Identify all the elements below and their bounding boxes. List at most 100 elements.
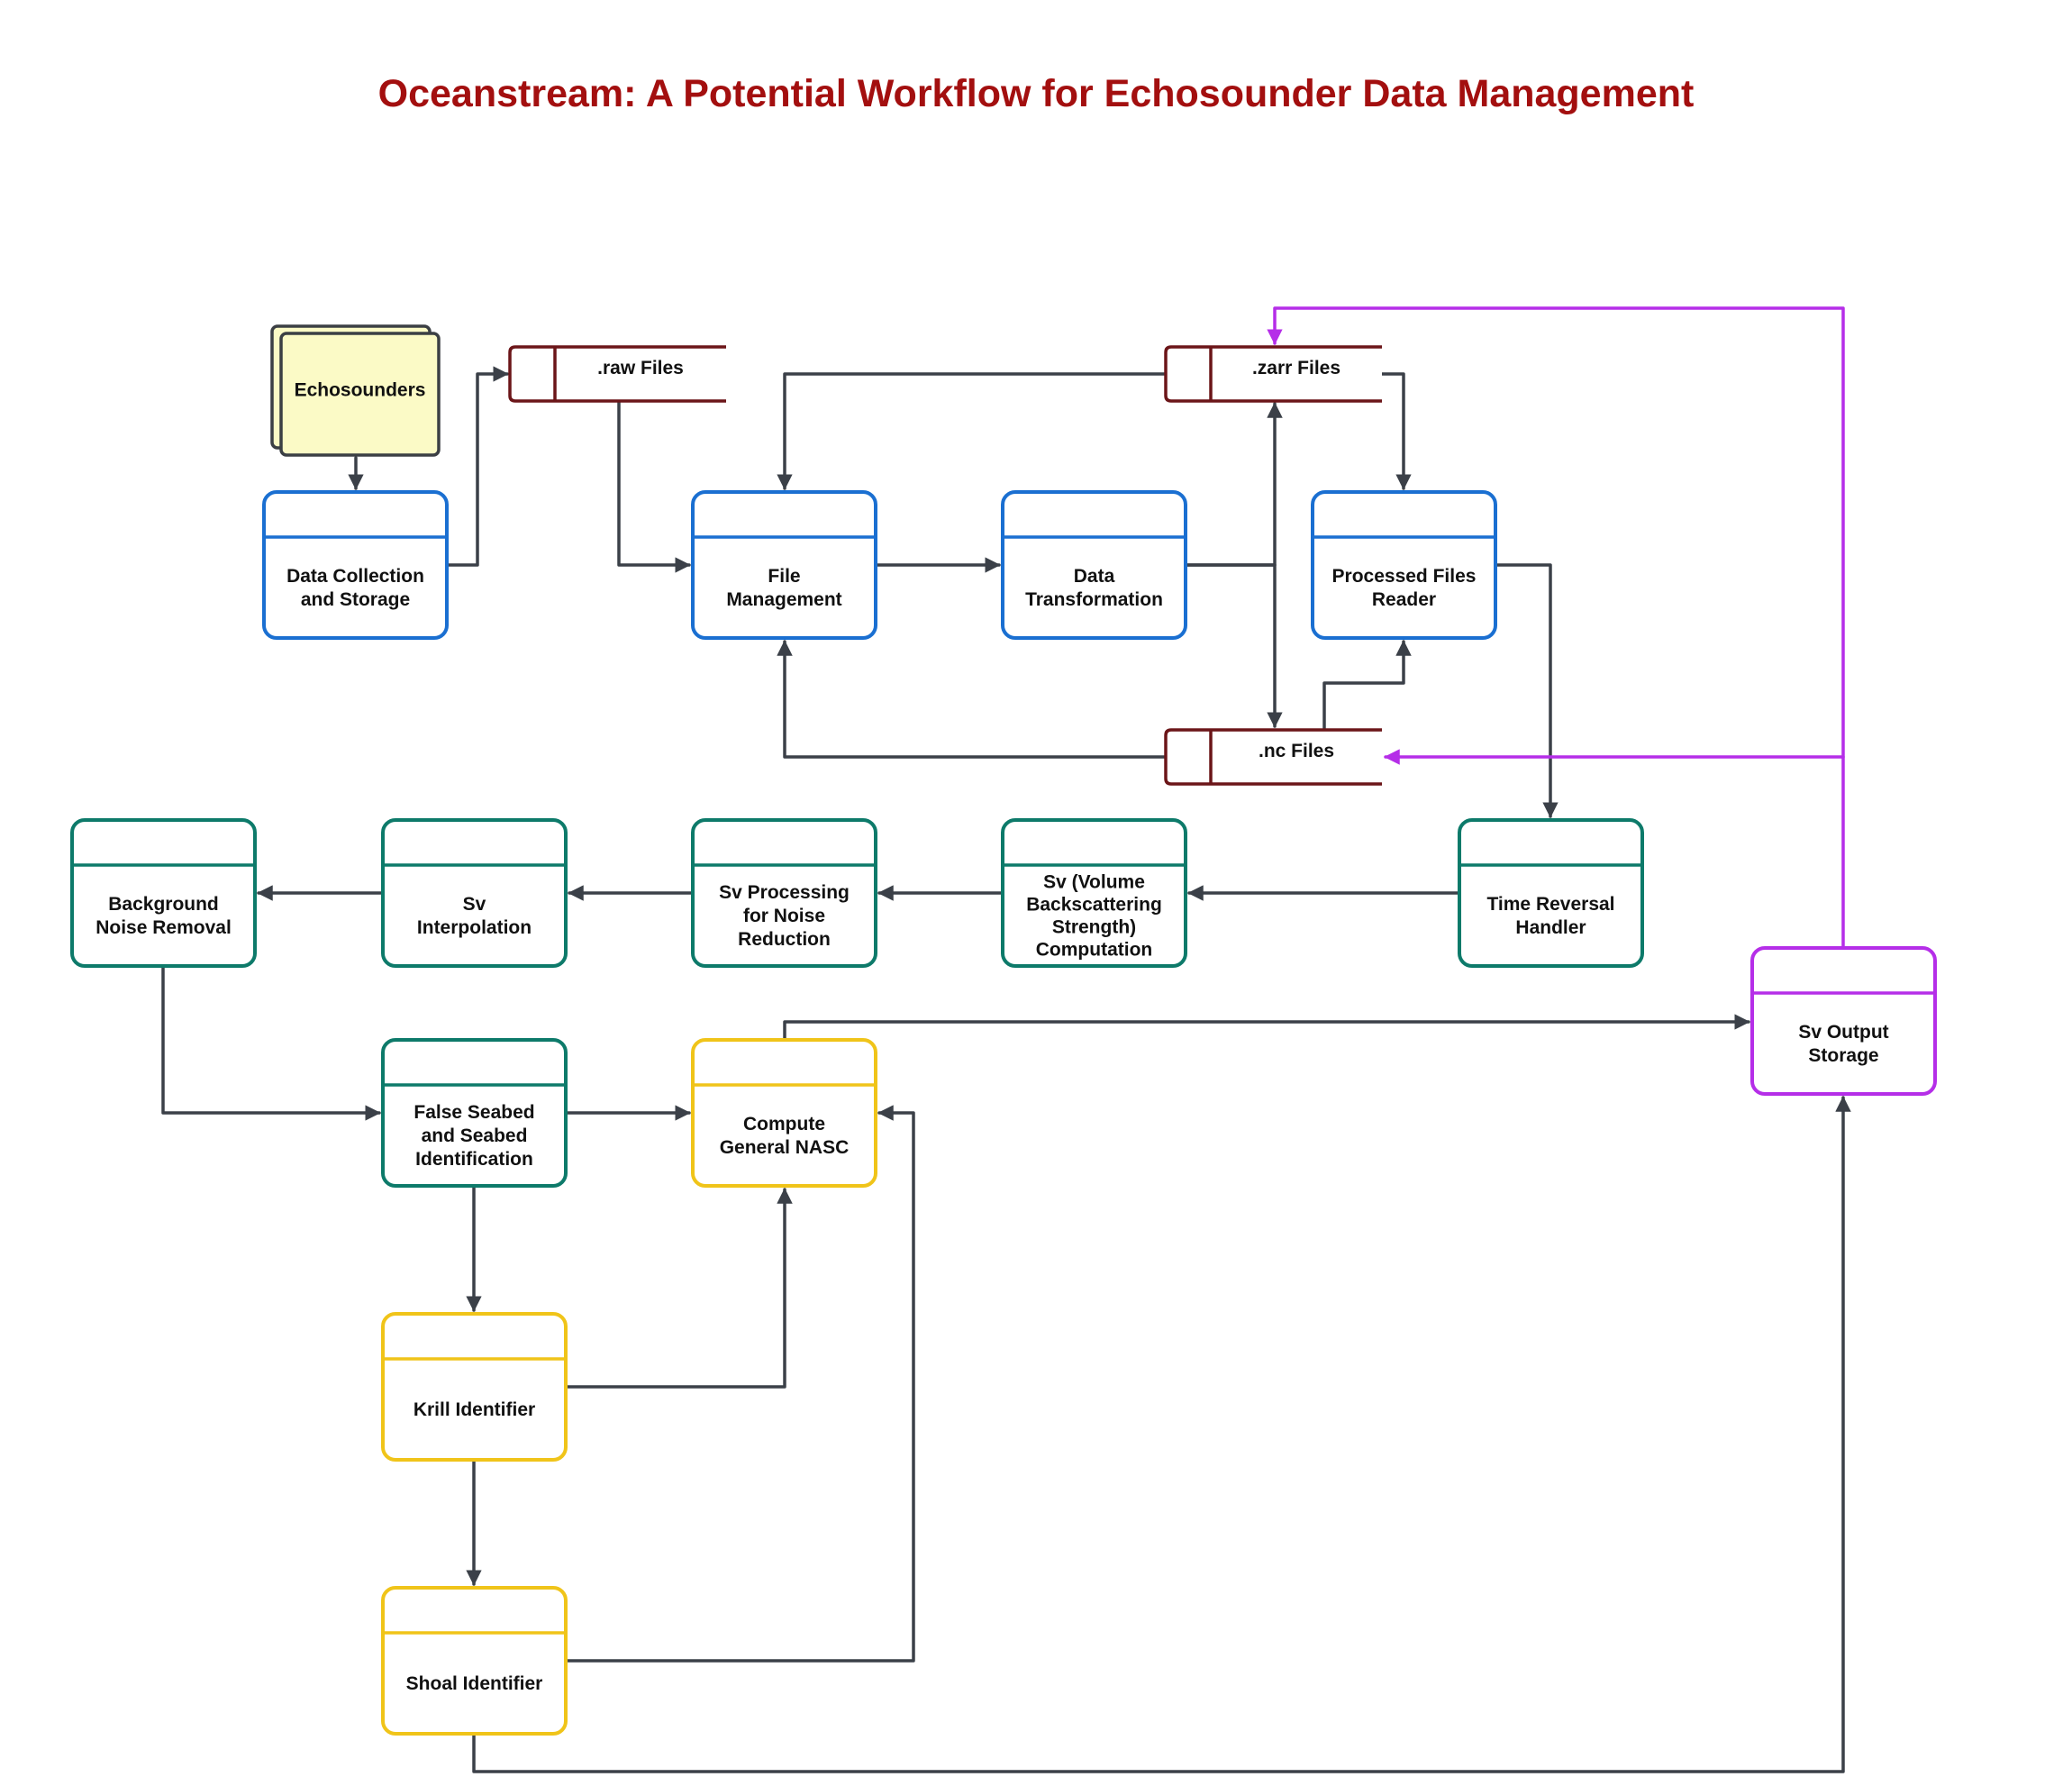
node-label-line: .raw Files [597,358,684,378]
nodes-layer: Echosounders .raw Files .zarr Files .nc Fil… [70,324,1937,1736]
node-label-line: Sv Output [1798,1022,1888,1043]
node-label-line: and Seabed [422,1125,528,1146]
node-krill[interactable]: Krill Identifier [381,1312,568,1462]
node-box [691,490,877,640]
node-label-line: .zarr Files [1252,358,1340,378]
edge-raw-files-to-file-management [617,400,691,573]
node-label-line: .nc Files [1259,741,1334,761]
node-label-line: Management [726,589,841,610]
node-label-line: Reduction [738,929,831,950]
storage-outline [1164,345,1382,403]
node-box [381,1312,568,1462]
node-label-line: Storage [1808,1045,1878,1066]
node-label-krill: Krill Identifier [413,1399,535,1420]
node-box [691,818,877,968]
node-box [1001,490,1187,640]
edge-krill-to-nasc [564,1188,793,1389]
edge-zarr-files-to-file-management [777,372,1168,490]
node-label-line: File [768,566,800,587]
node-box [1001,818,1187,968]
storage-outline [508,345,726,403]
node-label-line: False Seabed [413,1102,534,1123]
node-label-line: Interpolation [417,917,532,938]
storage-outline [1164,728,1382,786]
edge-data-transformation-to-zarr-files [1185,402,1283,567]
node-label-line: Krill Identifier [413,1399,535,1420]
node-nc-files[interactable]: .nc Files [1164,728,1382,786]
node-label-line: Background [108,894,219,915]
edges-layer [161,306,1851,1773]
node-label-shoal: Shoal Identifier [406,1673,543,1694]
node-label-echosounders: Echosounders [295,380,426,401]
node-label-line: Identification [415,1149,533,1170]
node-label-line: Echosounders [295,380,426,401]
edge-shoal-to-nasc [564,1105,915,1663]
node-box [1458,818,1644,968]
node-label-line: Data Collection [286,566,424,587]
edge-background-noise-to-seabed [161,964,381,1121]
node-box [381,1586,568,1736]
edge-shoal-to-sv-output [472,1096,1851,1773]
node-box [381,818,568,968]
node-label-line: and Storage [301,589,410,610]
node-box [1311,490,1497,640]
node-box [381,1038,568,1188]
node-label-line: Processed Files [1332,566,1477,587]
diagram-title: Oceanstream: A Potential Workflow for Ec… [378,72,1695,115]
node-label-line: Compute [743,1114,825,1134]
node-zarr-files[interactable]: .zarr Files [1164,345,1382,403]
node-label-line: Time Reversal [1486,894,1614,915]
source-card [279,332,441,457]
node-label-line: Computation [1036,940,1152,961]
node-label-line: Strength) [1052,917,1136,938]
node-box [262,490,449,640]
node-echosounders[interactable]: Echosounders [270,324,441,457]
node-label-line: for Noise [743,906,825,926]
node-label-line: Transformation [1025,589,1163,610]
node-label-line: Reader [1372,589,1436,610]
node-label-line: Sv (Volume [1043,872,1145,893]
edge-zarr-files-to-processed-reader [1380,372,1412,490]
node-label-zarr-files: .zarr Files [1252,358,1340,378]
node-box [691,1038,877,1188]
node-label-line: Handler [1515,917,1586,938]
node-label-line: General NASC [720,1137,850,1158]
node-label-raw-files: .raw Files [597,358,684,378]
node-shoal[interactable]: Shoal Identifier [381,1586,568,1736]
node-label-nc-files: .nc Files [1259,741,1334,761]
node-box [1750,946,1937,1096]
node-label-line: Noise Removal [95,917,232,938]
edge-data-transformation-to-nc-files [1185,563,1283,728]
node-label-line: Data [1074,566,1115,587]
node-raw-files[interactable]: .raw Files [508,345,726,403]
edge-processed-reader-to-time-reversal [1495,563,1559,818]
node-label-line: Shoal Identifier [406,1673,543,1694]
node-label-line: Backscattering [1026,895,1162,916]
edge-data-collection-to-raw-files [446,366,509,567]
